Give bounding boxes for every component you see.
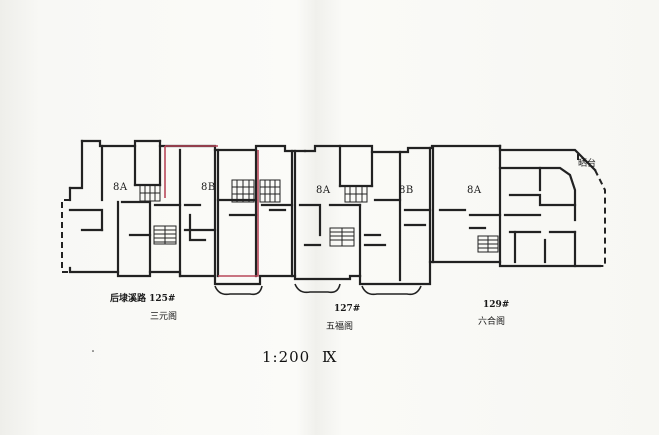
- outer-wall-bottom: [213, 274, 362, 286]
- room-label-unit-4: 8B: [399, 185, 414, 196]
- bay-window-3: [361, 285, 422, 296]
- right-dashed-balcony: [594, 169, 606, 267]
- address-125: 后埭溪路 125#: [110, 294, 176, 304]
- scale-label: 1:200 Ⅸ: [262, 348, 338, 366]
- address-127: 127#: [334, 304, 361, 314]
- room-label-unit-3: 8A: [316, 185, 331, 196]
- balcony-label: 晒台: [578, 159, 597, 169]
- outer-wall-top: [68, 139, 84, 190]
- bay-window-2: [294, 283, 341, 294]
- room-label-unit-5: 8A: [467, 185, 482, 196]
- building-name-2: 五福阁: [326, 322, 354, 332]
- address-129: 129#: [483, 300, 510, 310]
- room-label-unit-1: 8A: [113, 182, 128, 193]
- sheet-number: Ⅸ: [322, 348, 338, 366]
- bay-window-1: [214, 285, 263, 296]
- left-dashed-extension: [61, 199, 70, 273]
- building-name-1: 三元阁: [150, 312, 178, 322]
- room-label-unit-2: 8B: [201, 182, 216, 193]
- building-name-3: 六合阁: [478, 317, 506, 327]
- scale-ratio: 1:200: [262, 348, 311, 366]
